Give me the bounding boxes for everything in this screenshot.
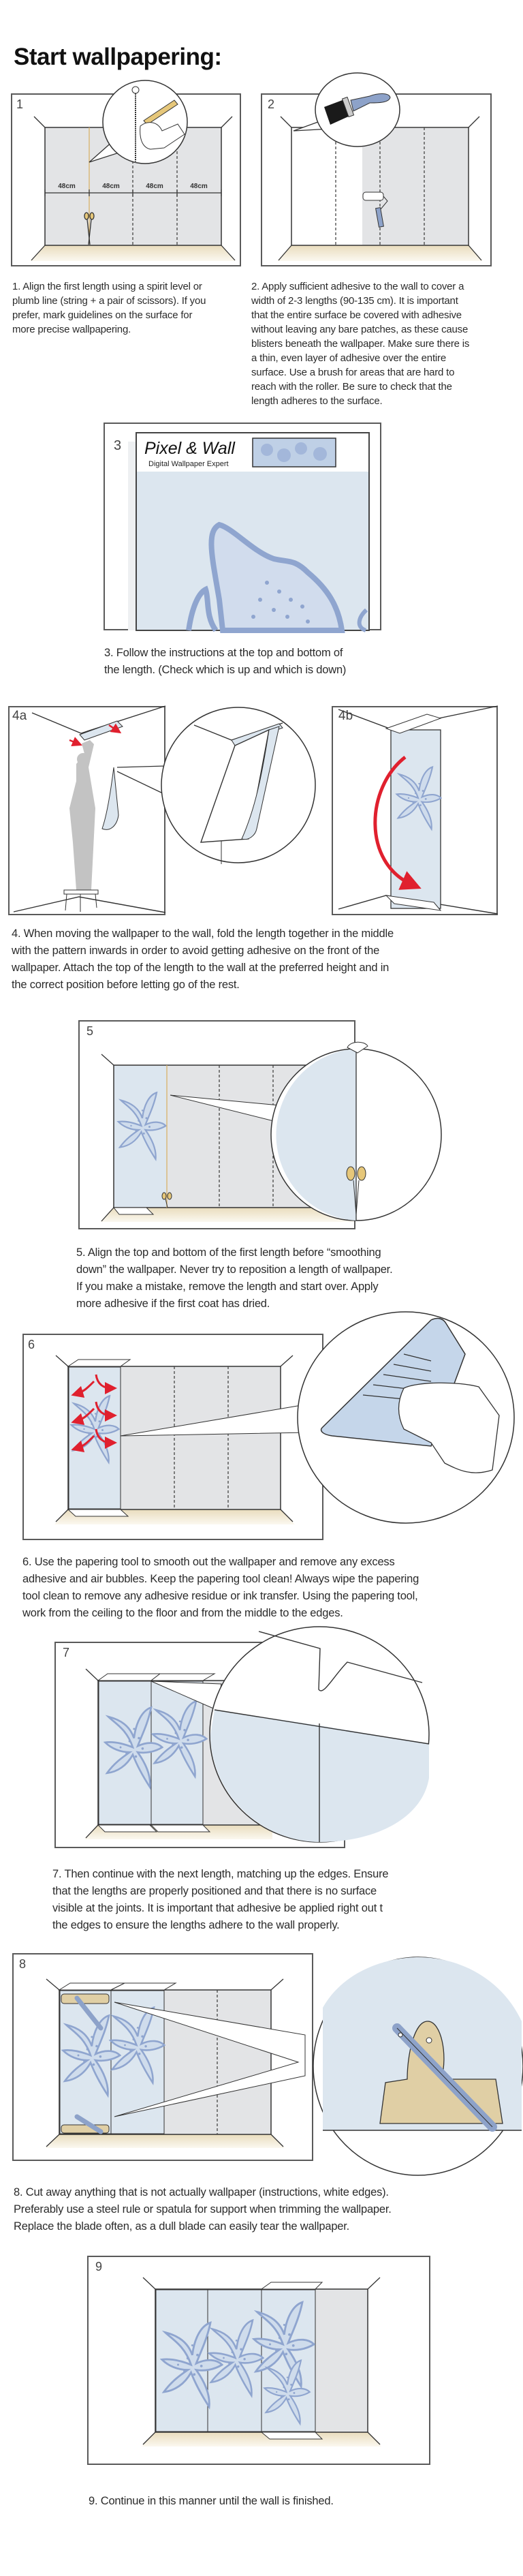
step-7-illustration: 7 [54,1626,430,1848]
fold-arrow [373,756,422,890]
scissors-icon [161,1192,172,1208]
text-line: length adheres to the surface. [251,395,383,407]
text-line: 8. Cut away anything that is not actuall… [14,2186,389,2198]
step-9-illustration: 9 [87,2256,430,2465]
text-line: plumb line (string + a pair of scissors)… [12,295,206,307]
step-number: 4a [12,709,27,723]
text-line: with the pattern inwards in order to avo… [12,945,380,957]
step-2-text: 2. Apply sufficient adhesive to the wall… [251,279,469,408]
trimming-illustration: 8 [19,1957,523,2176]
magnifier-bubble [313,1957,523,2176]
text-line: 3. Follow the instructions at the top an… [104,647,343,659]
adhesive-illustration: 2 [268,72,483,261]
step-9-text: 9. Continue in this manner until the wal… [89,2493,334,2510]
dimension-label: 48cm [146,183,163,190]
text-line: more precise wallpapering. [12,324,131,335]
text-line: Preferably use a steel rule or spatula f… [14,2203,392,2215]
step-3-illustration: Pixel & Wall Digital Wallpaper Expert 3 [104,423,381,633]
brand-logo: Pixel & Wall [144,439,236,458]
text-line: 1. Align the first length using a spirit… [12,281,202,292]
text-line: 6. Use the papering tool to smooth out t… [22,1556,395,1568]
smoothing-illustration: 6 [28,1311,515,1524]
hand [398,1382,500,1473]
text-line: that the lengths are properly positioned… [52,1885,377,1897]
step-4a-illustration: 4a [8,705,166,915]
step-2-illustration: 2 [261,72,492,266]
unfold-length-illustration: 4b [338,705,498,915]
text-line: tool clean to remove any adhesive residu… [22,1590,418,1602]
text-line: work from the ceiling to the floor and f… [22,1607,343,1619]
step-7-text: 7. Then continue with the next length, m… [52,1866,389,1934]
next-length-illustration: 7 [63,1626,430,1843]
text-line: 9. Continue in this manner until the wal… [89,2495,334,2507]
step-4-text: 4. When moving the wallpaper to the wall… [12,925,394,994]
magnifier-bubble [297,1311,515,1524]
text-line: that the entire surface be covered with … [251,309,462,321]
step-8-text: 8. Cut away anything that is not actuall… [14,2184,392,2235]
step-number: 4b [338,709,353,723]
page-title: Start wallpapering: [14,44,222,70]
fold-length-illustration: 4a [12,705,166,913]
step-number: 7 [63,1646,69,1659]
dimension-label: 48cm [58,183,76,190]
step-1-text: 1. Align the first length using a spirit… [12,279,206,337]
text-line: adhesive and air bubbles. Keep the paper… [22,1573,419,1585]
step-6-text: 6. Use the papering tool to smooth out t… [22,1554,419,1622]
text-line: blisters beneath the wallpaper. Make sur… [251,338,470,350]
step-number: 1 [16,97,23,111]
fold-detail-bubble [161,707,316,864]
wallpaper-length-illustration: Pixel & Wall Digital Wallpaper Expert 3 [114,432,370,633]
paint-roller-icon [362,191,388,228]
step-number: 9 [95,2260,102,2273]
text-line: Replace the blade often, as a dull blade… [14,2220,350,2233]
scissors-icon [84,212,95,245]
person-silhouette [69,740,95,890]
text-line: the edges to ensure the lengths adhere t… [52,1919,340,1931]
text-line: without leaving any bare patches, as the… [251,324,469,335]
magnifier-bubble [209,1626,430,1843]
step-number: 2 [268,97,274,111]
text-line: reach with the roller. Be sure to check … [251,381,452,393]
step-8-illustration: 8 [12,1953,523,2176]
text-line: surface. Use a brush for areas that are … [251,367,455,378]
magnifier-bubble [89,80,188,164]
step-5-text: 5. Align the top and bottom of the first… [76,1244,393,1313]
spatula-and-knife-icon [61,1993,110,2134]
paint-brush-icon [324,93,391,125]
text-line: width of 2-3 lengths (90-135 cm). It is … [251,295,458,307]
text-line: more adhesive if the first coat has drie… [76,1298,270,1310]
step-3-text: 3. Follow the instructions at the top an… [104,645,346,679]
step-number: 5 [86,1024,93,1038]
text-line: 5. Align the top and bottom of the first… [76,1246,381,1259]
stool [63,889,99,912]
text-line: the length. (Check which is up and which… [104,664,347,676]
dimension-label: 48cm [190,183,208,190]
step-6-illustration: 6 [22,1311,515,1540]
step-4b-illustration: 4b [332,705,498,915]
step-5-illustration: 5 [78,1020,442,1229]
text-line: 2. Apply sufficient adhesive to the wall… [251,281,464,292]
smoothing-arrows [71,1374,117,1453]
step-1-illustration: 48cm 48cm 48cm 48cm 1 [11,80,241,266]
text-line: prefer, mark guidelines on the surface f… [12,309,193,321]
finished-wall-illustration: 9 [95,2260,381,2447]
plumb-line-illustration: 48cm 48cm 48cm 48cm 1 [16,80,236,261]
text-line: 7. Then continue with the next length, m… [52,1868,389,1880]
text-line: down” the wallpaper. Never try to reposi… [76,1263,393,1276]
text-line: If you make a mistake, remove the length… [76,1281,379,1293]
magnifier-bubble [270,1041,442,1221]
dimension-label: 48cm [102,183,120,190]
text-line: a thin, even layer of adhesive over the … [251,352,446,364]
text-line: wallpaper. Attach the top of the length … [12,962,390,974]
text-line: 4. When moving the wallpaper to the wall… [12,927,394,940]
brand-tagline: Digital Wallpaper Expert [148,460,229,468]
step-number: 8 [19,1957,26,1971]
step-number: 6 [28,1338,35,1351]
align-length-illustration: 5 [86,1024,442,1222]
magnifier-bubble [293,72,400,147]
text-line: visible at the joints. It is important t… [52,1902,383,1914]
text-line: the correct position before letting go o… [12,979,240,991]
step-number: 3 [114,438,121,453]
